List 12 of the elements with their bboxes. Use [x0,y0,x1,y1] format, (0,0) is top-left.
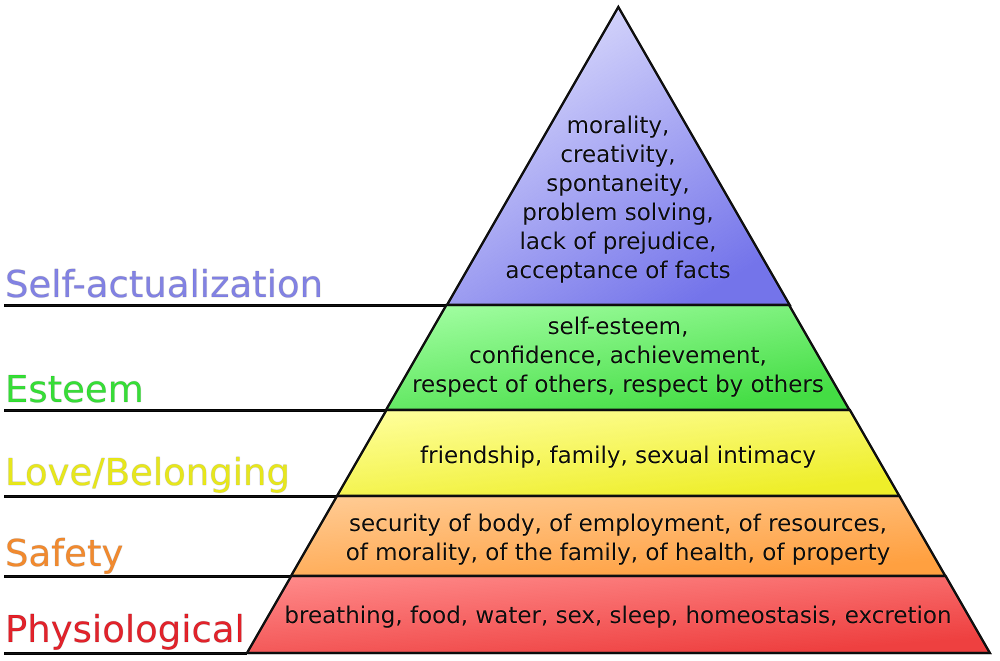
pyramid-tier [244,573,992,656]
level-label: Safety [5,536,124,572]
pyramid-tier [288,493,948,579]
level-label: Physiological [5,612,245,648]
level-label: Self-actualization [5,267,324,304]
level-label: Love/Belonging [5,455,290,492]
tier-description: friendship, family, sexual intimacy [419,442,817,470]
tier-description: self-esteem, confidence, achievement, respect of others, respect by others [411,313,825,400]
tier-description: breathing, food, water, sex, sleep, homeostasis, excretion [283,602,953,630]
level-label: Esteem [5,372,144,408]
tier-description: morality, creativity, spontaneity, problem solving, lack of prejudice, acceptance of facts [504,112,732,286]
tier-description: security of body, of employment, of resources, of morality, of the family, of health, of property [344,510,892,568]
